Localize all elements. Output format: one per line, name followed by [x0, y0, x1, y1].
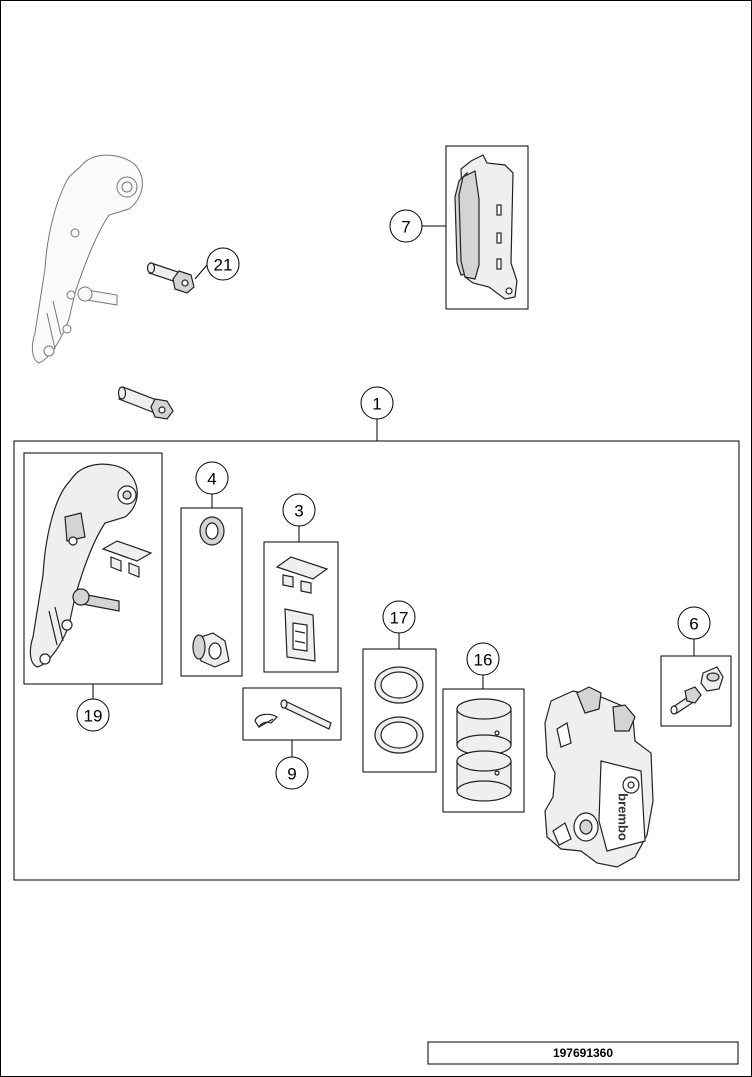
- callout-1: 1: [360, 386, 394, 441]
- callout-3-label: 3: [294, 502, 303, 521]
- drawing-number: 197691360: [553, 1046, 613, 1060]
- callout-21-label: 21: [214, 256, 233, 275]
- callout-19-label: 19: [84, 707, 103, 726]
- callout-21: 21: [194, 247, 240, 281]
- callout-17: 17: [382, 600, 416, 649]
- callout-4-label: 4: [207, 470, 216, 489]
- callout-4: 4: [195, 461, 229, 508]
- caliper-assembly-frame: [13, 440, 740, 881]
- brake-pad-box: [445, 145, 529, 310]
- callout-9: 9: [275, 740, 309, 790]
- caliper-logo: brembo: [616, 793, 631, 841]
- caliper-bolt-lower: [117, 386, 174, 420]
- pad-spring-box: [263, 541, 339, 673]
- callout-7: 7: [389, 209, 446, 243]
- callout-17-label: 17: [390, 609, 409, 628]
- caliper-bolt-upper: [146, 262, 195, 294]
- support-bracket-kit-box: [23, 452, 163, 685]
- brake-caliper-body: brembo: [544, 686, 654, 868]
- callout-16-label: 16: [474, 651, 493, 670]
- callout-19: 19: [76, 684, 110, 732]
- seal-ring-box: [362, 648, 437, 773]
- callout-6: 6: [677, 606, 711, 656]
- callout-6-label: 6: [689, 615, 698, 634]
- callout-16: 16: [466, 642, 500, 689]
- pin-clip-box: [242, 687, 342, 741]
- bleed-valve-box: [660, 655, 732, 727]
- callout-9-label: 9: [287, 765, 296, 784]
- callout-7-label: 7: [401, 218, 410, 237]
- caliper-support-bracket-faint: [31, 154, 143, 364]
- seal-bolt-box: [180, 507, 243, 677]
- piston-box: [442, 688, 525, 813]
- callout-3: 3: [282, 493, 316, 542]
- drawing-number-box: 197691360: [427, 1041, 739, 1065]
- callout-1-label: 1: [372, 395, 381, 414]
